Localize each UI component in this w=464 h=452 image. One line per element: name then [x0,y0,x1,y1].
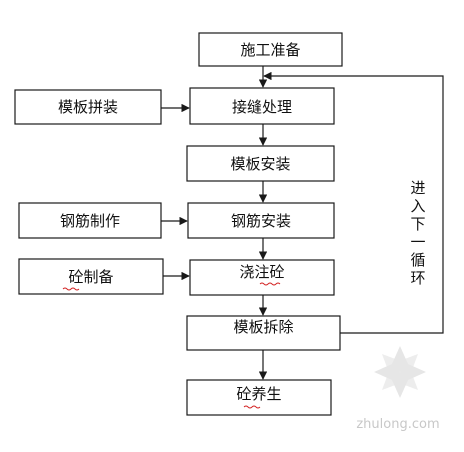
loop-label: 进入下一循环 [410,179,425,287]
loop-label-char: 循 [410,251,425,269]
watermark-text: zhulong.com [356,417,439,432]
watermark-petal [400,354,418,372]
spellcheck-underline [243,405,261,409]
step-label-formwork-remove: 模板拆除 [233,318,293,336]
input-box-formwork-assembly [14,89,162,125]
input-box-rebar-fabrication [18,202,162,239]
watermark-petal [400,372,418,390]
step-label-formwork-install: 模板安装 [230,155,290,173]
loop-label-char: 下 [410,215,425,233]
loop-label-char: 环 [410,269,425,287]
step-box-formwork-remove [186,315,341,351]
step-box-pour [189,259,335,296]
step-label-pour: 浇注砼 [239,263,284,281]
step-box-joint [189,87,335,125]
input-label-formwork-assembly: 模板拼装 [58,98,118,116]
loop-label-char: 一 [410,233,425,251]
step-box-formwork-install [186,145,335,182]
watermark-logo [374,346,426,398]
loop-label-char: 入 [410,197,425,215]
step-label-cure: 砼养生 [236,385,281,403]
loop-label-text: 进入下一循环 [410,179,425,287]
step-label-joint: 接缝处理 [232,98,292,116]
step-box-rebar-install [187,202,335,239]
loop-label-char: 进 [410,179,425,197]
input-box-concrete-prep [18,258,164,295]
step-box-prep [198,32,343,67]
watermark-petal [382,372,400,390]
spellcheck-underline [259,282,281,286]
input-label-rebar-fabrication: 钢筋制作 [60,212,120,230]
step-box-cure [186,379,332,416]
spellcheck-underline [62,287,80,291]
loop-back-arrow [263,71,444,334]
step-label-rebar-install: 钢筋安装 [231,212,291,230]
input-label-concrete-prep: 砼制备 [68,268,113,286]
step-label-prep: 施工准备 [240,41,300,59]
watermark-petal [382,354,400,372]
